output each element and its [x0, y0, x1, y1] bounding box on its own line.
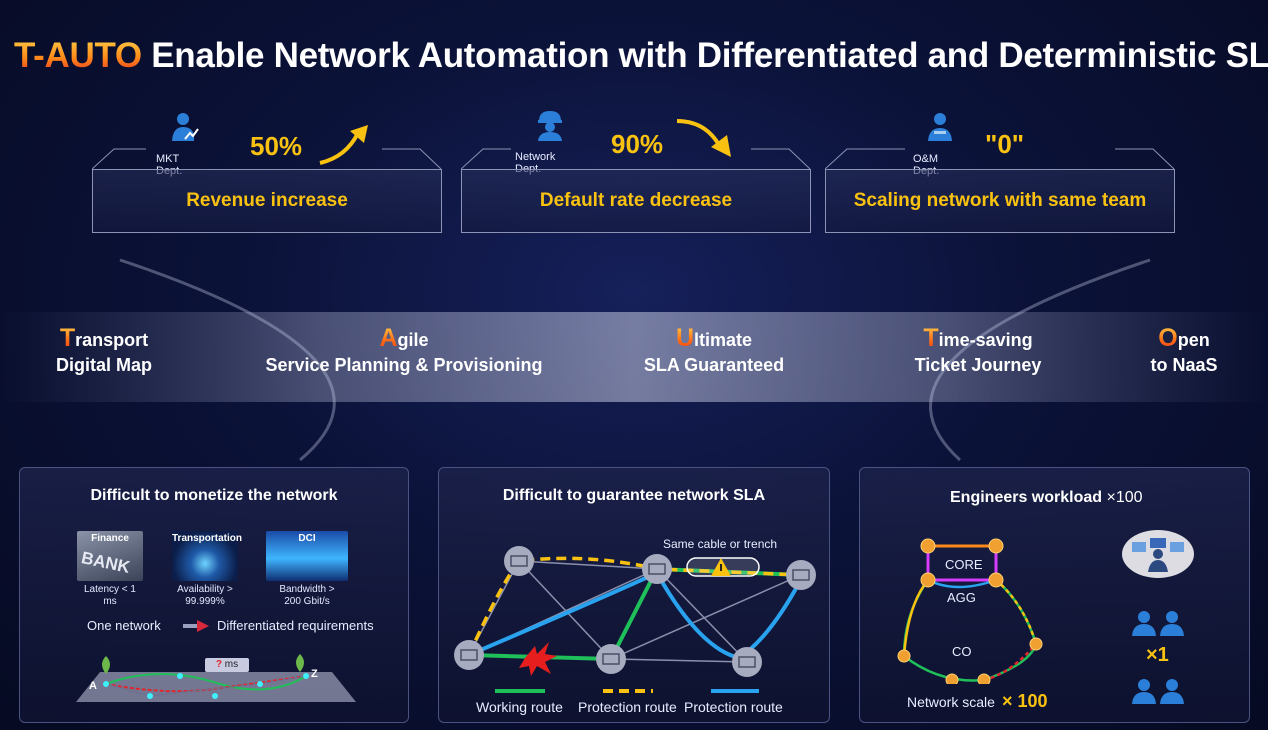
legend-protection-route-dashed: Protection route: [578, 699, 677, 715]
pillar-line2: to NaaS: [1150, 355, 1218, 375]
tile-name: DCI: [298, 533, 316, 544]
team-icon: [928, 113, 952, 141]
pillar-letter: T: [59, 324, 76, 352]
tile-dci: DCI Bandwidth > 200 Gbit/s: [266, 531, 348, 608]
sla-topology: [454, 546, 816, 677]
pillar-letter: A: [379, 324, 398, 352]
team-multiplier: ×1: [1146, 644, 1169, 666]
router-nodes: [454, 546, 816, 677]
tile-finance: Finance BANK Latency < 1 ms: [77, 531, 143, 608]
page-title: T-AUTO Enable Network Automation with Di…: [14, 36, 1268, 76]
panel-title: Engineers workload: [950, 489, 1103, 506]
kpi-label: Revenue increase: [186, 190, 348, 211]
pillar-letter: T: [923, 324, 939, 352]
latency-badge: ? ms: [205, 658, 249, 672]
question-mark: ?: [215, 659, 222, 670]
panel-title: Difficult to monetize the network: [90, 487, 338, 504]
pillar-open: Open to NaaS: [1134, 326, 1234, 378]
legend-swatches: [495, 689, 759, 693]
tile-name: Finance: [91, 533, 129, 544]
engineer-icon: [538, 111, 562, 141]
kpi-label: Scaling network with same team: [853, 190, 1147, 211]
arrow-right-icon: [183, 620, 209, 632]
panel-workload: Engineers workload ×100 CORE AGG CO Netw…: [859, 467, 1250, 723]
tile-caption-1: Latency < 1: [84, 584, 136, 595]
layer-agg: AGG: [947, 590, 976, 605]
panel-sla: Difficult to guarantee network SLA Same …: [438, 467, 830, 723]
tile-transportation: Transportation Availability > 99.999%: [172, 531, 243, 608]
point-a: A: [89, 680, 97, 692]
pillar-word: ime-saving: [938, 330, 1033, 350]
pillar-transport: Transport Digital Map: [30, 326, 178, 378]
pillar-word: gile: [397, 330, 429, 350]
diff-req-label: Differentiated requirements: [217, 618, 374, 633]
light-swoosh: [0, 258, 1268, 462]
tile-caption-1: Availability >: [177, 584, 233, 595]
bank-art-text: BANK: [79, 548, 132, 577]
engineers-top-icon: [1132, 611, 1184, 636]
arrow-down-icon: [676, 119, 731, 157]
pillar-word: ltimate: [694, 330, 753, 350]
route-map: [76, 654, 356, 702]
point-z: Z: [311, 668, 318, 680]
legend-protection-route: Protection route: [684, 699, 783, 715]
panel-monetize: Difficult to monetize the network Financ…: [19, 467, 409, 723]
card-frame-top: [461, 148, 811, 170]
pillar-letter: U: [675, 324, 695, 352]
bank-image: Finance BANK: [77, 531, 143, 581]
pillar-letter: O: [1158, 324, 1178, 352]
pillar-line2: Ticket Journey: [914, 355, 1042, 375]
workload-multiplier: ×100: [1106, 489, 1143, 506]
network-scale-label: Network scale: [907, 694, 995, 710]
engineers-bottom-icon: [1132, 679, 1184, 704]
card-frame-top: [92, 148, 442, 170]
tile-caption-1: Bandwidth >: [279, 584, 335, 595]
ms-label: ms: [224, 659, 239, 670]
kpi-value: 90%: [611, 129, 664, 159]
legend-working-route: Working route: [476, 699, 563, 715]
network-ring-diagram: [897, 538, 1043, 684]
one-network-label: One network: [87, 618, 161, 633]
pillar-agile: Agile Service Planning & Provisioning: [244, 326, 564, 378]
cable-label: Same cable or trench: [663, 537, 778, 551]
user-chart-icon: [172, 113, 199, 141]
panel-title-group: Engineers workload ×100: [950, 489, 1143, 507]
arrow-up-icon: [319, 125, 368, 165]
tile-caption-2: 99.999%: [185, 596, 225, 607]
kpi-label: Default rate decrease: [539, 190, 733, 211]
title-brand: T-AUTO: [14, 36, 142, 75]
tile-name: Transportation: [172, 533, 243, 544]
kpi-label-box: Scaling network with same team: [825, 169, 1175, 233]
kpi-label-box: Default rate decrease: [461, 169, 811, 233]
card-frame-top: [825, 148, 1175, 170]
layer-co: CO: [952, 644, 972, 659]
kpi-value: "0": [985, 129, 1025, 159]
dci-image: DCI: [266, 531, 348, 581]
title-text: Enable Network Automation with Different…: [141, 36, 1268, 75]
pillar-time-saving: Time-saving Ticket Journey: [898, 326, 1058, 378]
transport-image: Transportation: [172, 531, 243, 581]
tile-caption-2: ms: [103, 596, 117, 607]
panel-title: Difficult to guarantee network SLA: [502, 487, 766, 504]
pillar-word: ransport: [75, 330, 149, 350]
pillar-ultimate: Ultimate SLA Guaranteed: [624, 326, 804, 378]
tile-caption-2: 200 Gbit/s: [284, 596, 330, 607]
pillar-word: pen: [1177, 330, 1210, 350]
kpi-value: 50%: [250, 131, 303, 161]
pillar-line2: SLA Guaranteed: [643, 355, 785, 375]
kpi-label-box: Revenue increase: [92, 169, 442, 233]
operator-console-icon: [1122, 530, 1194, 578]
network-scale-value: × 100: [1002, 691, 1048, 711]
pillar-line2: Digital Map: [55, 355, 152, 375]
layer-core: CORE: [945, 557, 983, 572]
pillar-line2: Service Planning & Provisioning: [265, 355, 543, 375]
